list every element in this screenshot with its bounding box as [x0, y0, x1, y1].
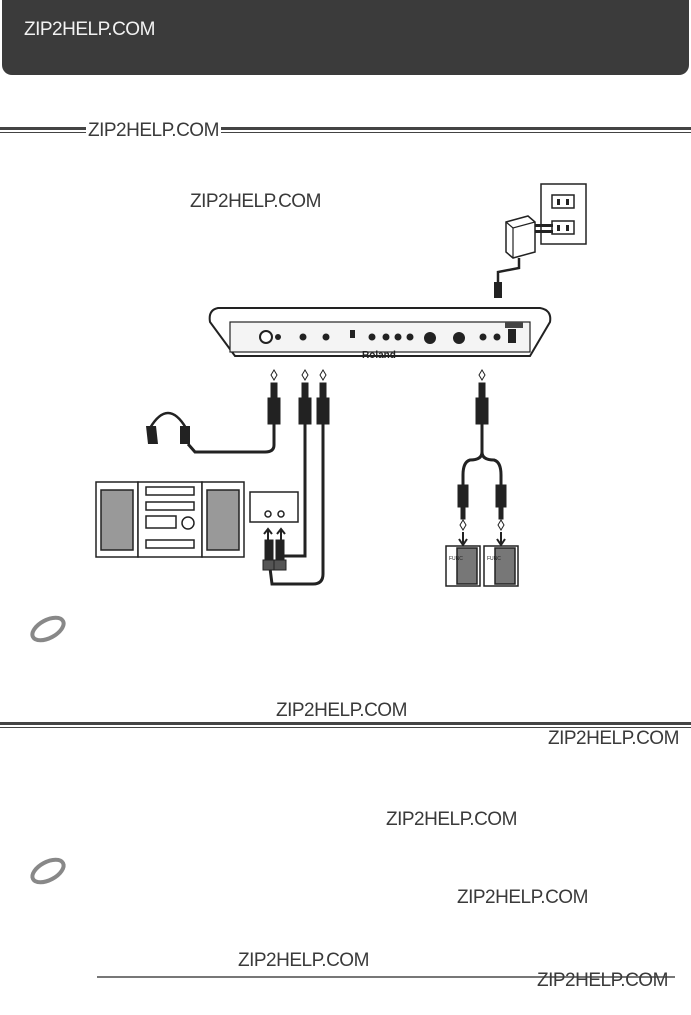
stereo-system-icon: [95, 481, 245, 558]
pedal-label: FUNC: [449, 556, 463, 562]
watermark-text: ZIP2HELP.COM: [537, 970, 668, 991]
ac-adaptor-icon: [494, 215, 553, 298]
cable-icon: [186, 369, 507, 586]
brand-logo: Roland: [362, 350, 396, 361]
watermark-text: ZIP2HELP.COM: [190, 191, 321, 212]
watermark-text: ZIP2HELP.COM: [238, 950, 369, 971]
watermark-text: ZIP2HELP.COM: [86, 120, 221, 142]
header-watermark: ZIP2HELP.COM: [24, 19, 155, 40]
wall-outlet-icon: [540, 183, 587, 245]
watermark-text: ZIP2HELP.COM: [276, 700, 407, 721]
device-rear-panel: Roland: [208, 307, 552, 361]
watermark-text: ZIP2HELP.COM: [548, 728, 679, 749]
note-icon: [30, 857, 66, 885]
footer-rule: [97, 976, 675, 978]
note-icon: [30, 615, 66, 643]
headphones-icon: [146, 411, 190, 444]
section-rule: [0, 127, 691, 133]
audio-input-box-icon: [249, 491, 299, 540]
pedal-label: FUNC: [487, 556, 501, 562]
watermark-text: ZIP2HELP.COM: [386, 809, 517, 830]
footswitch-icon: FUNC FUNC: [445, 532, 519, 587]
watermark-text: ZIP2HELP.COM: [457, 887, 588, 908]
page-header-bar: ZIP2HELP.COM: [2, 0, 689, 75]
section-rule: [0, 722, 691, 728]
connection-diagram: Roland: [95, 183, 587, 587]
